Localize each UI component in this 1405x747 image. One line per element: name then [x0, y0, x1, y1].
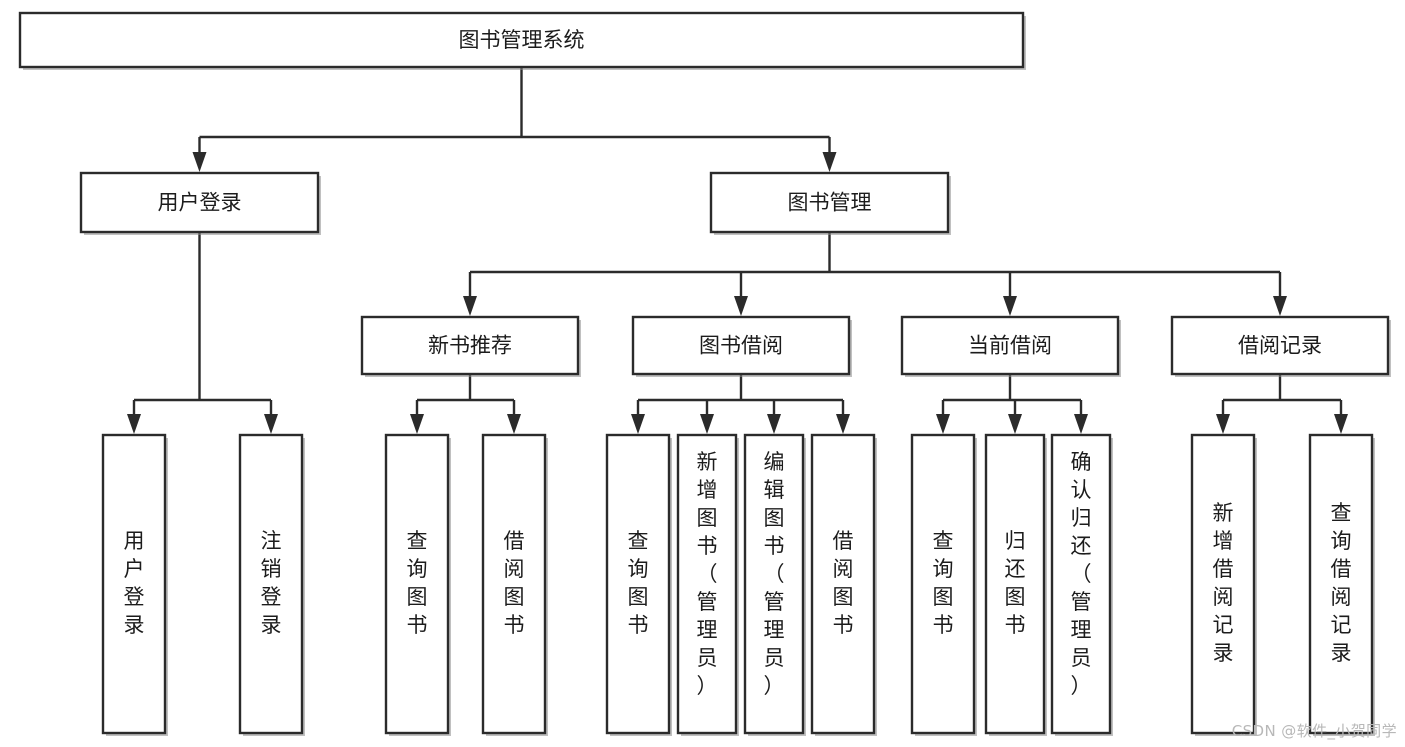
node-book-borrow[interactable]: 图书借阅: [631, 315, 852, 377]
arrow-head-icon: [836, 414, 850, 434]
connector-book-borrow: [631, 374, 850, 434]
node-leaf-borrow-book-brw[interactable]: 借阅图书: [810, 433, 877, 736]
node-leaf-return-book[interactable]: 归还图书: [984, 433, 1047, 736]
node-leaf-query-book-rec[interactable]: 查询图书: [384, 433, 451, 736]
node-label: 查询借阅记录: [1331, 501, 1352, 665]
connector-root: [192, 67, 837, 172]
node-leaf-query-borrow-record[interactable]: 查询借阅记录: [1308, 433, 1375, 736]
connector-book-manage: [463, 232, 1287, 316]
node-root[interactable]: 图书管理系统: [18, 11, 1026, 70]
arrow-head-icon: [264, 414, 278, 434]
arrow-head-icon: [822, 152, 837, 172]
node-label: 新增图书（管理员）: [697, 450, 718, 698]
node-label: 新增借阅记录: [1213, 501, 1234, 665]
arrow-head-icon: [631, 414, 645, 434]
connector-borrow-record: [1216, 374, 1348, 434]
node-new-book-recommend[interactable]: 新书推荐: [360, 315, 581, 377]
node-label: 用户登录: [124, 529, 145, 637]
node-leaf-add-book-admin[interactable]: 新增图书（管理员）: [676, 433, 739, 736]
arrow-head-icon: [410, 414, 424, 434]
arrow-head-icon: [127, 414, 141, 434]
node-label: 查询图书: [933, 529, 954, 637]
node-label: 查询图书: [628, 529, 649, 637]
node-user-login[interactable]: 用户登录: [79, 171, 321, 235]
node-label: 当前借阅: [968, 334, 1052, 358]
node-label: 注销登录: [261, 529, 282, 637]
arrow-head-icon: [700, 414, 714, 434]
node-label: 借阅图书: [504, 529, 525, 637]
connector-layer: [127, 67, 1348, 434]
node-label: 编辑图书（管理员）: [764, 450, 785, 698]
node-label: 查询图书: [407, 529, 428, 637]
node-label: 确认归还（管理员）: [1071, 450, 1092, 698]
connector-user-login: [127, 232, 278, 434]
arrow-head-icon: [1334, 414, 1348, 434]
node-leaf-confirm-return-admin[interactable]: 确认归还（管理员）: [1050, 433, 1113, 736]
node-label: 归还图书: [1005, 529, 1026, 637]
node-leaf-query-book-brw[interactable]: 查询图书: [605, 433, 672, 736]
node-leaf-edit-book-admin[interactable]: 编辑图书（管理员）: [743, 433, 806, 736]
arrow-head-icon: [936, 414, 950, 434]
arrow-head-icon: [1003, 296, 1017, 316]
arrow-head-icon: [1273, 296, 1287, 316]
node-label: 图书管理: [788, 191, 872, 215]
node-label: 图书管理系统: [459, 28, 585, 52]
node-leaf-query-book-cur[interactable]: 查询图书: [910, 433, 977, 736]
connector-new-book-recommend: [410, 374, 521, 434]
node-leaf-add-borrow-record[interactable]: 新增借阅记录: [1190, 433, 1257, 736]
node-layer: 图书管理系统用户登录图书管理新书推荐图书借阅当前借阅借阅记录用户登录注销登录查询…: [18, 11, 1391, 736]
arrow-head-icon: [1216, 414, 1230, 434]
node-label: 图书借阅: [699, 334, 783, 358]
node-label: 借阅记录: [1238, 334, 1322, 358]
node-current-borrow[interactable]: 当前借阅: [900, 315, 1121, 377]
node-leaf-user-login[interactable]: 用户登录: [101, 433, 168, 736]
node-label: 借阅图书: [833, 529, 854, 637]
node-label: 用户登录: [158, 191, 242, 215]
arrow-head-icon: [1008, 414, 1022, 434]
arrow-head-icon: [507, 414, 521, 434]
arrow-head-icon: [767, 414, 781, 434]
arrow-head-icon: [1074, 414, 1088, 434]
connector-current-borrow: [936, 374, 1088, 434]
node-leaf-borrow-book-rec[interactable]: 借阅图书: [481, 433, 548, 736]
node-label: 新书推荐: [428, 334, 512, 358]
csdn-watermark: CSDN @软件_小贺同学: [1231, 722, 1397, 740]
arrow-head-icon: [734, 296, 748, 316]
node-leaf-user-logout[interactable]: 注销登录: [238, 433, 305, 736]
arrow-head-icon: [192, 152, 207, 172]
node-book-manage[interactable]: 图书管理: [709, 171, 951, 235]
node-borrow-record[interactable]: 借阅记录: [1170, 315, 1391, 377]
arrow-head-icon: [463, 296, 477, 316]
